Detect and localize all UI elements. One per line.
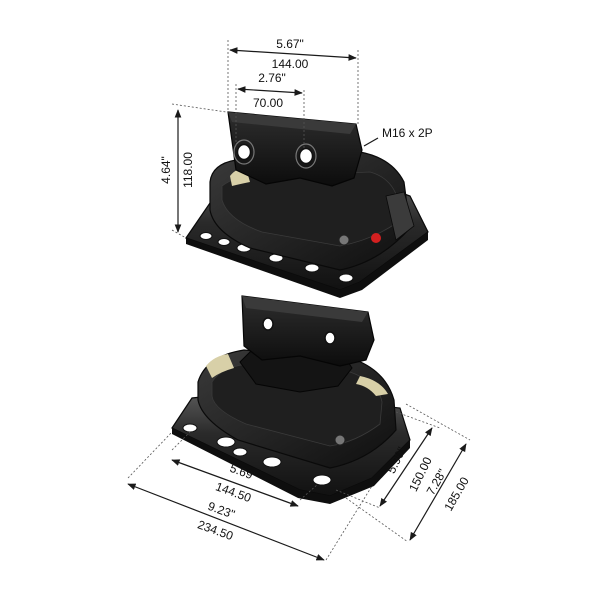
top-dimensions: 5.67" 144.00 2.76" 70.00 4.64" 118.00 M1… [159,37,433,239]
dim-top-bolt-spacing-mm: 70.00 [253,96,283,110]
dim-bottom-base-length-in: 9.23" [206,499,237,522]
top-engine-mount [185,111,429,298]
dim-top-width-line [229,47,357,61]
stud-callout-leader [363,137,379,147]
dim-top-width-in: 5.67" [276,37,304,51]
dim-top-bolt-spacing-in: 2.76" [258,71,286,85]
bottom-mount-side-bolt [334,434,346,446]
dim-top-width-mm: 144.00 [272,57,309,71]
top-mount-red-marker [371,233,381,243]
dim-bottom-base-length-line [127,483,325,561]
dim-top-height-mm: 118.00 [181,152,195,188]
top-mount-side-bolt [338,234,350,246]
bottom-mount-bracket-holes [262,317,336,345]
dim-bottom-depth-outer-line [409,443,467,541]
dim-top-height-in: 4.64" [159,156,173,184]
dim-top-bolt-spacing-line [237,86,303,96]
dim-bottom-base-length-mm: 234.50 [196,517,236,543]
dim-bottom-depth-inner-line [379,427,433,507]
top-mount-bracket-holes [236,143,314,165]
bottom-mount-insert [206,354,234,378]
dim-bottom-depth-outer-mm: 185.00 [441,474,472,513]
stud-callout-label: M16 x 2P [382,126,433,140]
